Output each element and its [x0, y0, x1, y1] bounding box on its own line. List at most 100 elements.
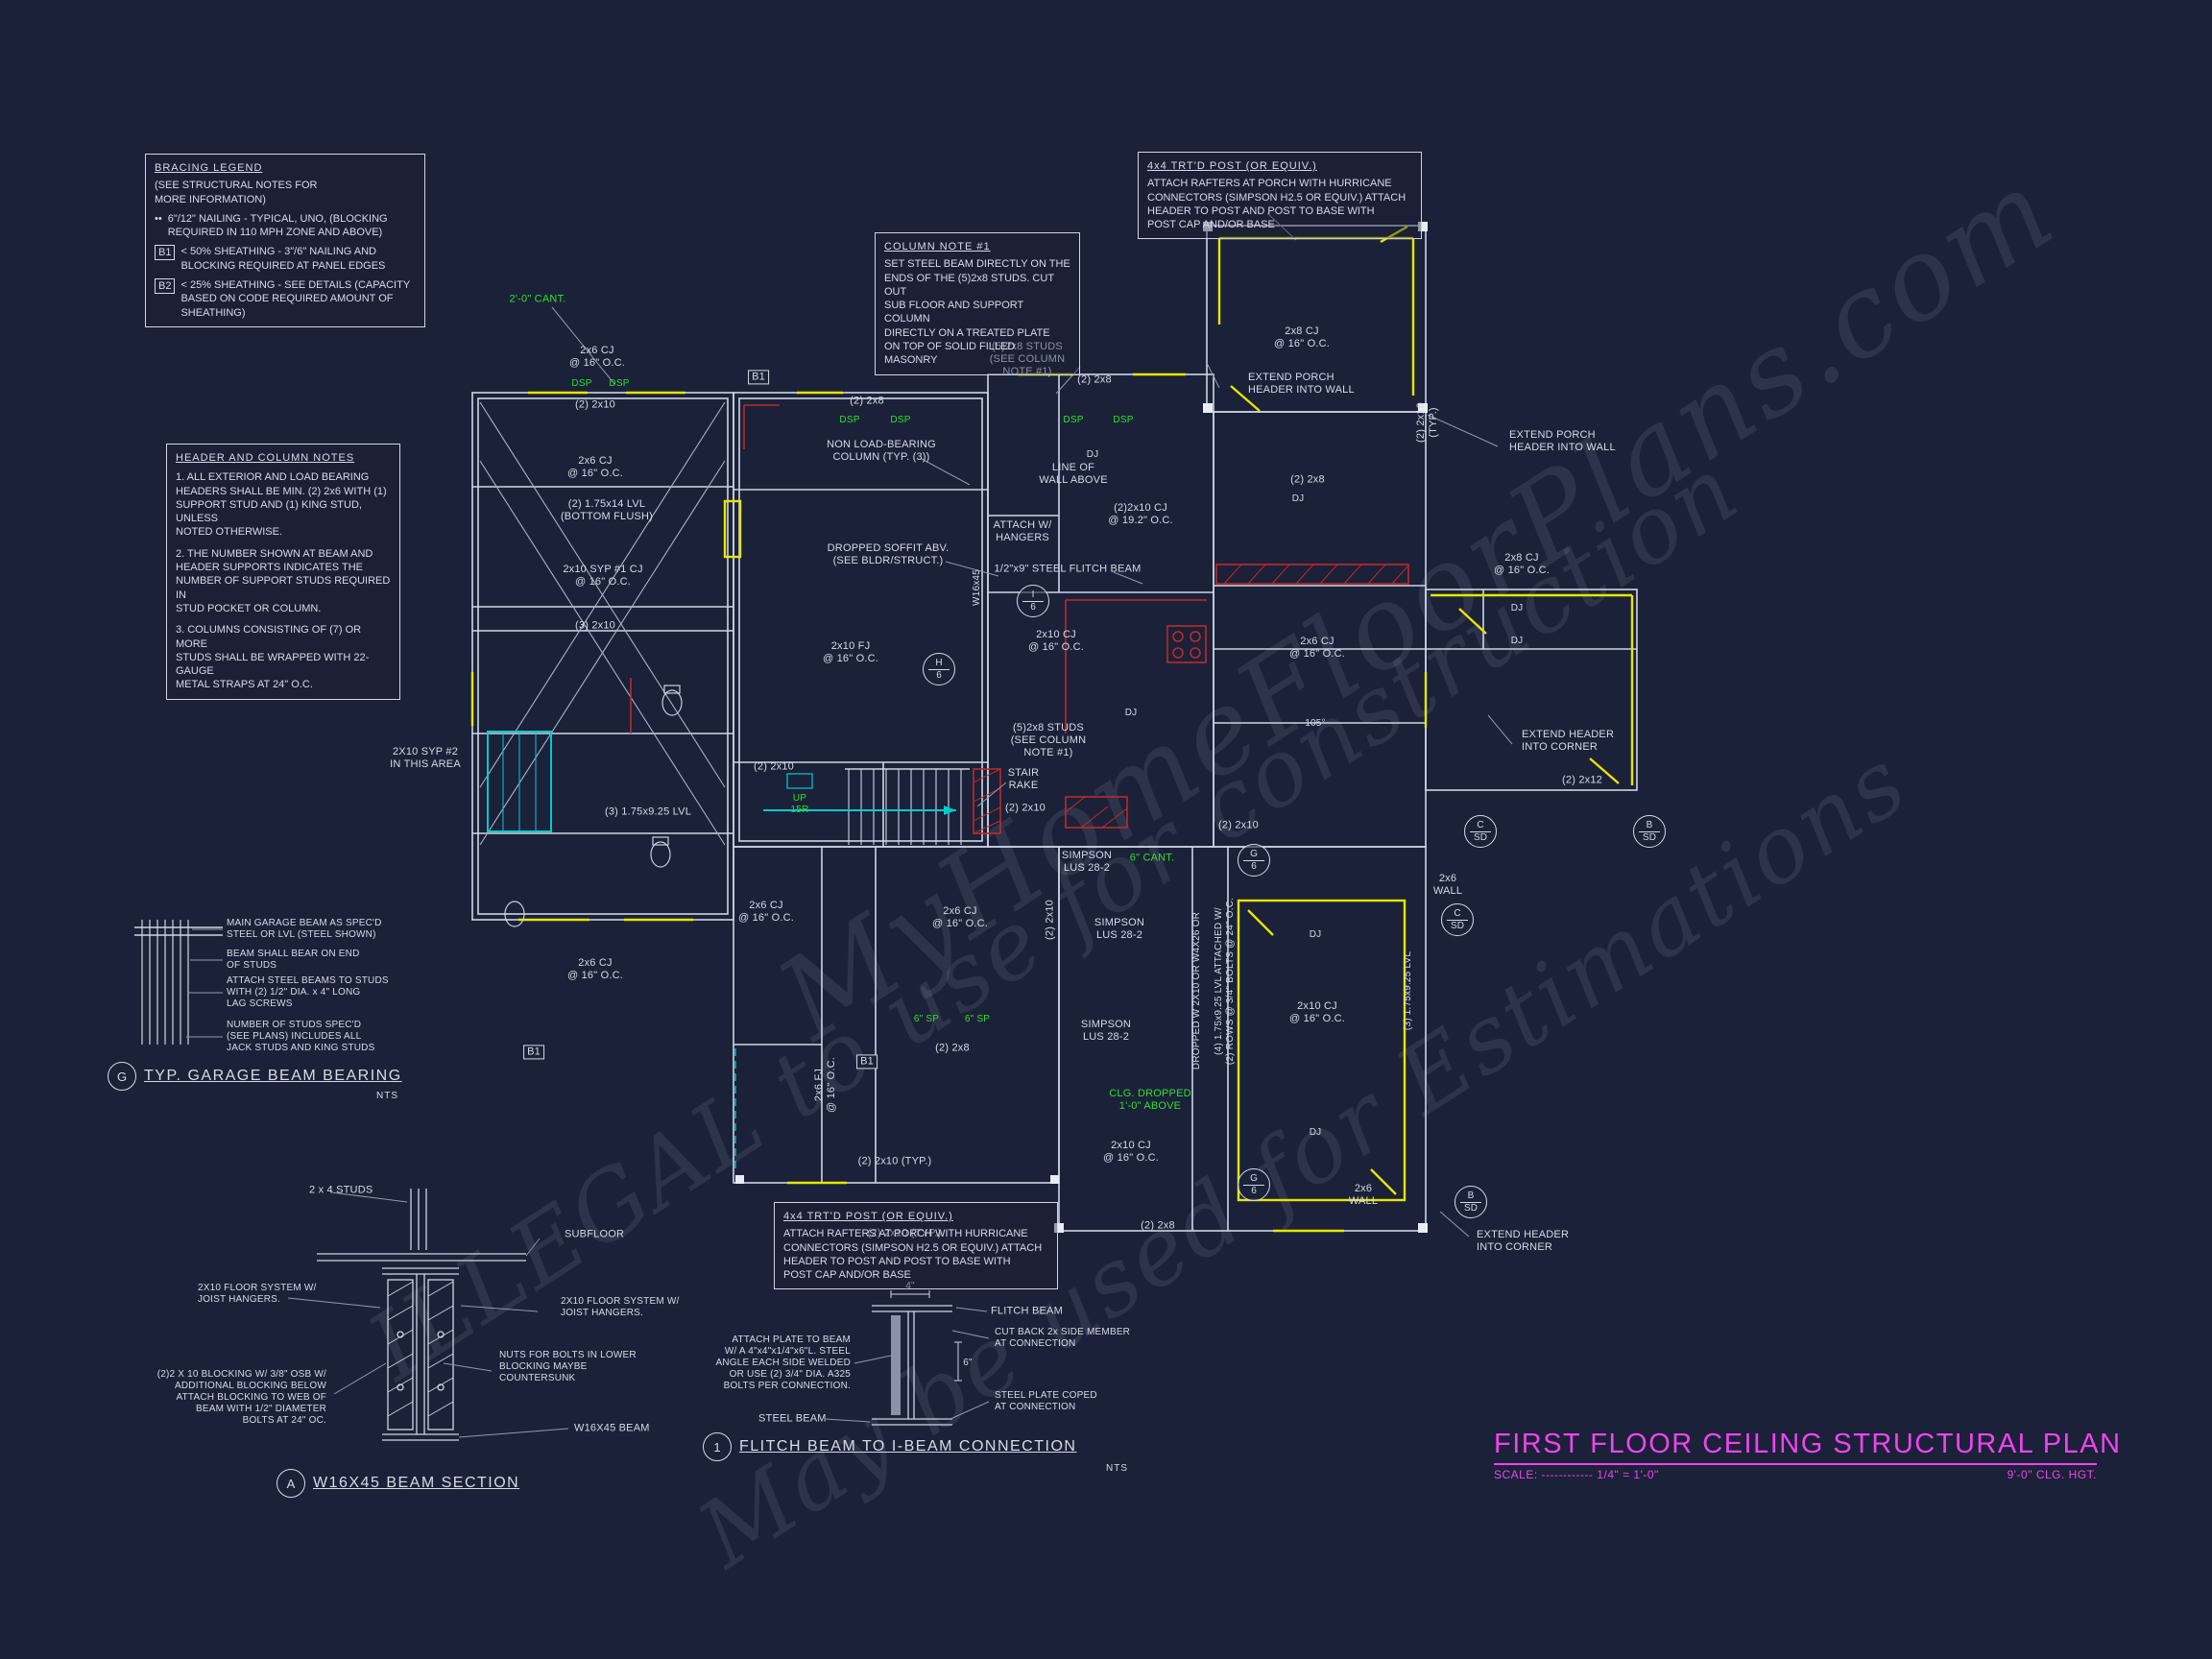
header-note-3: 3. COLUMNS CONSISTING OF (7) OR MORE STU… — [176, 624, 370, 691]
plan-label: NON LOAD-BEARING COLUMN (TYP. (3)) — [827, 438, 936, 463]
detail-nts-garage: NTS — [376, 1091, 398, 1101]
plan-label: (2) 2x10 (TYP.) — [1414, 402, 1439, 443]
sheet-scale: SCALE: ------------ 1/4" = 1'-0" — [1494, 1468, 1659, 1481]
plan-label: 2 x 4 STUDS — [309, 1184, 373, 1196]
plan-label: 2'-0" CANT. — [509, 293, 566, 305]
plan-label: DJ — [1309, 929, 1322, 940]
plan-label: 2X10 FLOOR SYSTEM W/ JOIST HANGERS. — [198, 1283, 317, 1305]
flitch-detail — [825, 1290, 990, 1426]
cyan-layer — [487, 731, 956, 1173]
legend-item-tag: B2 — [155, 278, 176, 295]
plan-label: (2) 2x8 — [935, 1042, 970, 1054]
legend-item-text: 6"/12" NAILING - TYPICAL, UNO, (BLOCKING… — [167, 212, 388, 239]
plan-label: ATTACH STEEL BEAMS TO STUDS WITH (2) 1/2… — [227, 975, 389, 1009]
plan-label: STEEL BEAM — [758, 1412, 827, 1425]
plan-label: 2x10 CJ @ 16" O.C. — [1027, 628, 1085, 653]
header-note-2: 2. THE NUMBER SHOWN AT BEAM AND HEADER S… — [176, 547, 391, 614]
plan-label: 2x6 CJ @ 16" O.C. — [566, 454, 624, 479]
plan-label: (4) 1.75x9.25 LVL ATTACHED W/ (2) ROWS @… — [1214, 897, 1236, 1066]
detail-nts-flitch: NTS — [1106, 1463, 1128, 1474]
plan-label: 2x10 CJ @ 16" O.C. — [1288, 999, 1346, 1024]
plan-label: B1 — [748, 370, 769, 385]
plan-label: 2x6 CJ @ 16" O.C. — [737, 899, 795, 924]
plan-label: MAIN GARAGE BEAM AS SPEC'D STEEL OR LVL … — [227, 918, 382, 940]
stairs — [848, 769, 962, 845]
plan-label: 1/2"x9" STEEL FLITCH BEAM — [994, 563, 1142, 575]
column-note-box: COLUMN NOTE #1 SET STEEL BEAM DIRECTLY O… — [875, 232, 1080, 375]
plan-label: (2) 2x10 — [1044, 900, 1056, 940]
plan-label: DROPPED SOFFIT ABV. (SEE BLDR/STRUCT.) — [827, 541, 950, 566]
plan-label: (2) 2x8 — [1141, 1219, 1175, 1232]
plan-label: B1 — [856, 1054, 878, 1070]
plan-label: EXTEND PORCH HEADER INTO WALL — [1509, 428, 1616, 453]
plan-label: 2x8 CJ @ 16" O.C. — [1493, 551, 1551, 576]
post-note-top-box: 4x4 TRT'D POST (OR EQUIV.) ATTACH RAFTER… — [1138, 152, 1422, 240]
detail-title-beam-section: A W16X45 BEAM SECTION — [276, 1469, 519, 1498]
plan-label: SIMPSON LUS 28-2 — [1094, 916, 1145, 941]
title-block: FIRST FLOOR CEILING STRUCTURAL PLAN SCAL… — [1494, 1429, 2120, 1481]
plan-label: DJ — [1510, 603, 1524, 613]
bracing-legend-subtitle: (SEE STRUCTURAL NOTES FOR MORE INFORMATI… — [155, 180, 318, 205]
column-note-title: COLUMN NOTE #1 — [884, 241, 991, 252]
detail-bubble-beam-section: A — [276, 1469, 305, 1498]
plan-label: DSP — [609, 378, 630, 389]
plan-label: 2x6 FJ @ 16" O.C. — [812, 1056, 837, 1114]
plan-label: (2)2 X 10 BLOCKING W/ 3/8" OSB W/ ADDITI… — [156, 1369, 326, 1426]
plan-label: 2X10 SYP #2 IN THIS AREA — [390, 745, 461, 770]
plan-label: (2) 2x12 — [1562, 774, 1602, 786]
plan-label: EXTEND HEADER INTO CORNER — [1477, 1228, 1570, 1253]
plan-label: DSP — [839, 415, 860, 425]
leader-lines — [551, 212, 1513, 1238]
legend-item-text: < 25% SHEATHING - SEE DETAILS (CAPACITY … — [180, 279, 411, 319]
plan-label: DJ — [1309, 1127, 1322, 1138]
plan-label: NUMBER OF STUDS SPEC'D (SEE PLANS) INCLU… — [227, 1020, 375, 1053]
plan-label: (2) 2x10 — [1218, 819, 1259, 831]
legend-item-text: < 50% SHEATHING - 3"/6" NAILING AND BLOC… — [180, 246, 386, 272]
plan-label: 2x6 CJ @ 16" O.C. — [568, 344, 626, 369]
plan-label: (2)2x10 CJ @ 19.2" O.C. — [1108, 501, 1173, 526]
plan-label: DSP — [1063, 415, 1084, 425]
post-note-body: ATTACH RAFTERS AT PORCH WITH HURRICANE C… — [783, 1228, 1043, 1282]
fixtures — [504, 685, 683, 927]
garage-detail — [134, 920, 223, 1045]
ceiling-height: 9'-0" CLG. HGT. — [2007, 1468, 2097, 1481]
legend-item: •• 6"/12" NAILING - TYPICAL, UNO, (BLOCK… — [155, 212, 416, 240]
plan-label: (2) 2x10 (TYP.) — [867, 1227, 942, 1239]
plan-label: EXTEND PORCH HEADER INTO WALL — [1248, 371, 1355, 396]
plan-label: DROPPED W 2X10 OR W4X26 OR — [1191, 911, 1202, 1070]
plan-label: DJ — [1124, 708, 1138, 718]
header-note-1: 1. ALL EXTERIOR AND LOAD BEARING HEADERS… — [176, 471, 387, 539]
plan-label: 6" — [963, 1358, 973, 1368]
plan-label: 2x6 WALL — [1432, 872, 1463, 897]
plan-label: NUTS FOR BOLTS IN LOWER BLOCKING MAYBE C… — [499, 1350, 637, 1383]
header-column-notes-box: HEADER AND COLUMN NOTES 1. ALL EXTERIOR … — [166, 444, 400, 700]
plan-label: 4" — [905, 1281, 915, 1291]
post-note-body: ATTACH RAFTERS AT PORCH WITH HURRICANE C… — [1147, 178, 1407, 231]
column-note-body: SET STEEL BEAM DIRECTLY ON THE ENDS OF T… — [884, 258, 1070, 367]
plan-label: DJ — [1291, 493, 1305, 504]
plan-label: 2x6 CJ @ 16" O.C. — [931, 904, 989, 929]
legend-item-tag: B1 — [155, 245, 176, 261]
plan-label: (3) 1.75x9.25 LVL — [1403, 950, 1413, 1031]
plan-label: SIMPSON LUS 28-2 — [1080, 1018, 1132, 1043]
red-layer — [630, 404, 1409, 834]
detail-title-text: W16X45 BEAM SECTION — [313, 1475, 520, 1491]
plan-label: 105° — [1305, 718, 1326, 729]
plan-label: (2) 2x10 (TYP.) — [857, 1155, 932, 1167]
plan-label: STEEL PLATE COPED AT CONNECTION — [995, 1390, 1097, 1412]
plan-label: W16X45 BEAM — [574, 1422, 650, 1434]
post-note-title: 4x4 TRT'D POST (OR EQUIV.) — [783, 1211, 953, 1222]
legend-item: B2 < 25% SHEATHING - SEE DETAILS (CAPACI… — [155, 278, 416, 320]
plan-label: B1 — [523, 1045, 544, 1060]
post-note-title: 4x4 TRT'D POST (OR EQUIV.) — [1147, 160, 1317, 172]
plan-label: EXTEND HEADER INTO CORNER — [1522, 728, 1615, 753]
plan-label: 2x6 WALL — [1348, 1182, 1379, 1207]
detail-bubble-garage: G — [108, 1062, 136, 1091]
plan-label: UP 15R — [790, 793, 809, 815]
plan-label: DSP — [571, 378, 592, 389]
